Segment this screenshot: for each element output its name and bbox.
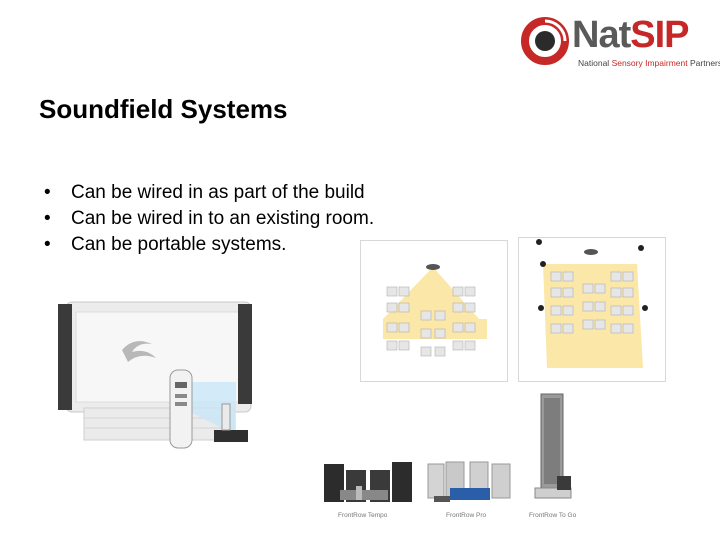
product-caption: FrontRow Pro — [446, 512, 487, 519]
natsip-ring-icon — [521, 17, 569, 65]
classroom-diagram-ceiling-speaker — [360, 240, 508, 382]
logo-name-part2: SIP — [630, 14, 689, 56]
bullet-icon: • — [44, 182, 51, 203]
logo-tagline-part2: Sensory Impairment — [611, 58, 688, 68]
slide-title: Soundfield Systems — [39, 94, 288, 124]
logo-name-part1: Nat — [572, 14, 631, 56]
classroom-diagram-wall-speakers — [518, 237, 666, 382]
bullet-icon: • — [44, 208, 51, 229]
bullet-item: • Can be wired in as part of the build — [44, 180, 374, 206]
bullet-icon: • — [44, 234, 51, 255]
natsip-logo: NatSIP National Sensory Impairment Partn… — [520, 14, 720, 74]
bullet-list: • Can be wired in as part of the build • C… — [44, 180, 374, 258]
logo-tagline-part3: Partnership — [690, 58, 720, 68]
bullet-text: Can be wired in to an existing room. — [71, 208, 375, 229]
frontrow-tempo-image — [324, 462, 412, 502]
frontrow-pro-image — [427, 461, 511, 502]
logo-tagline-part1: National — [578, 58, 610, 68]
product-caption: FrontRow Tempo — [338, 512, 388, 519]
logo-wordmark: NatSIP — [572, 14, 689, 56]
soundfield-panel-image — [58, 301, 252, 449]
product-caption: FrontRow To Go — [529, 512, 577, 519]
logo-tagline: National Sensory Impairment Partnership — [578, 58, 720, 68]
frontrow-to-go-image — [534, 393, 572, 499]
bullet-text: Can be wired in as part of the build — [71, 182, 365, 203]
bullet-item: • Can be wired in to an existing room. — [44, 206, 374, 232]
bullet-text: Can be portable systems. — [71, 234, 287, 255]
bullet-item: • Can be portable systems. — [44, 232, 374, 258]
